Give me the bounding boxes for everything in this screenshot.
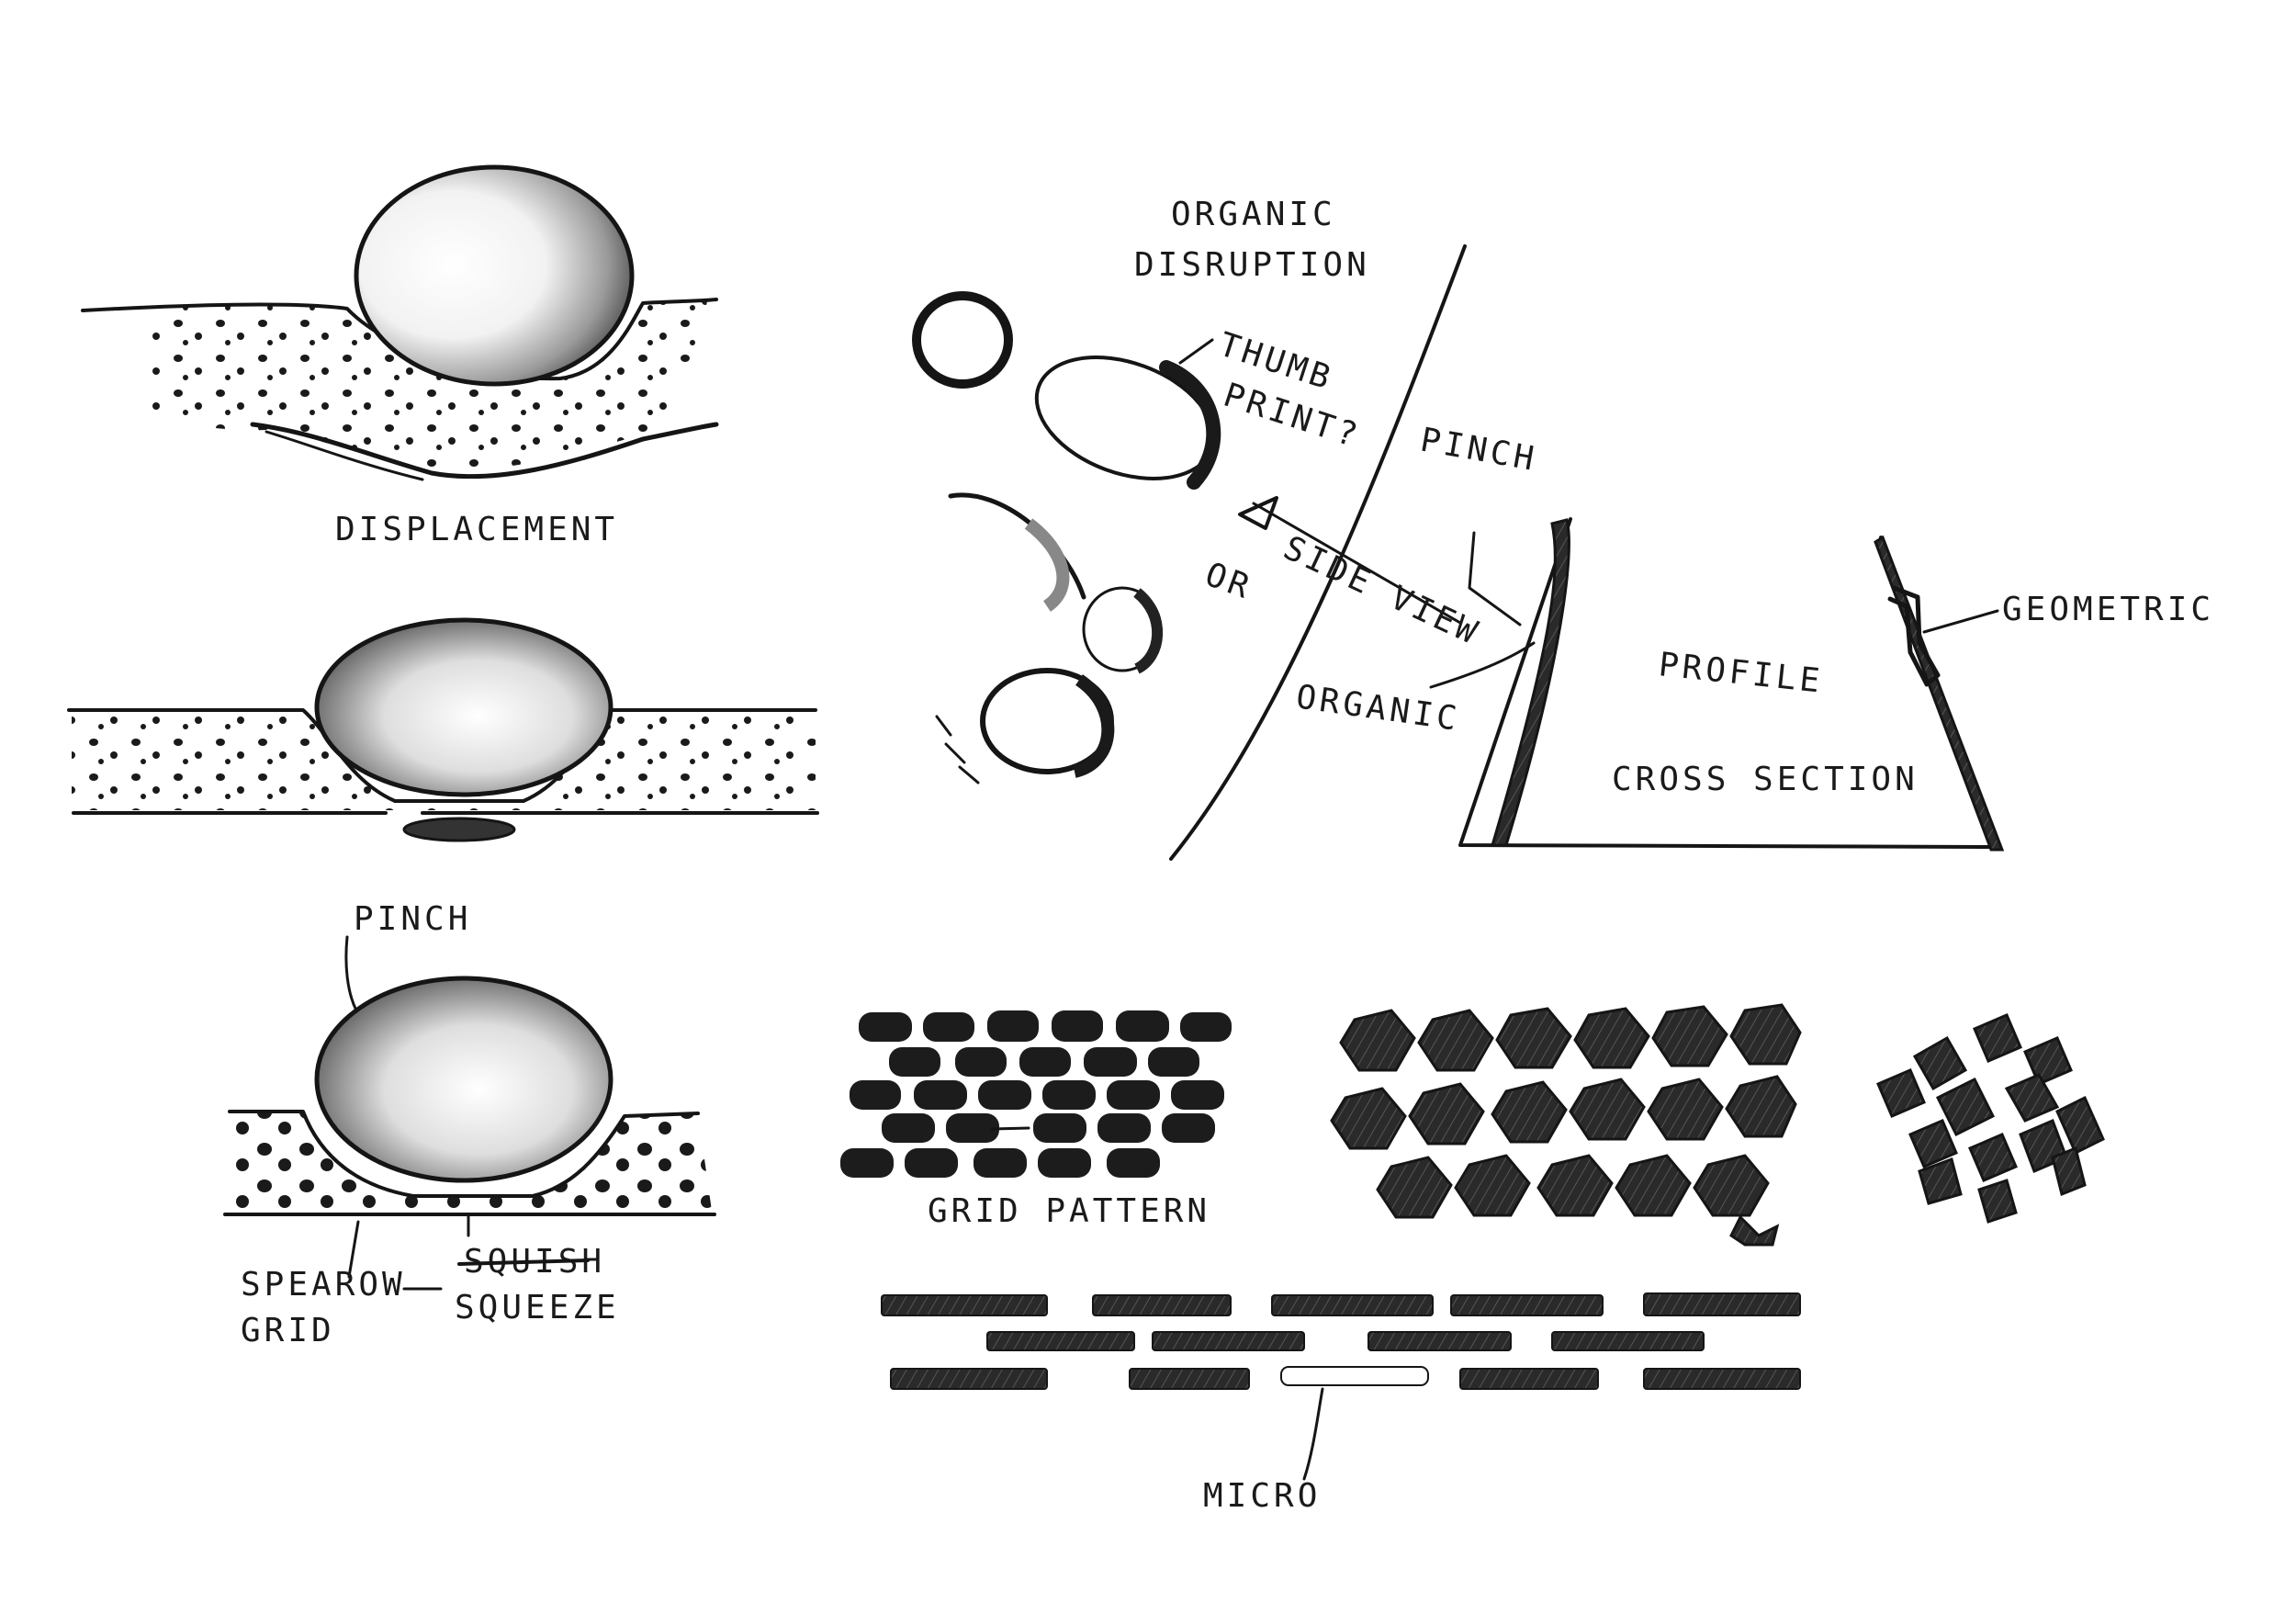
label-spearrow-grid: GRID — [241, 1312, 335, 1349]
channel-drop — [402, 817, 516, 842]
grid-pattern-sketch: GRID PATTERN — [840, 1010, 1232, 1230]
label-organic: ORGANIC — [1171, 196, 1336, 233]
label-print: PRINT? — [1219, 377, 1365, 457]
geometric-tile-sketch — [1876, 1013, 2105, 1224]
label-pinch-left: PINCH — [354, 900, 471, 938]
micro-stripe-pattern — [881, 1292, 1801, 1390]
pinch-sphere — [314, 976, 613, 1183]
label-profile: PROFILE — [1657, 646, 1825, 701]
pinch-squeeze-sketch: PINCH SPEAROW GRID SQUISH SQUEEZE — [223, 900, 716, 1349]
micro-leader-line — [1302, 1387, 1324, 1481]
label-geometric: GEOMETRIC — [2002, 591, 2214, 628]
label-displacement: DISPLACEMENT — [335, 511, 618, 548]
label-side-view: SIDE VIEW — [1277, 529, 1486, 653]
label-or: OR — [1200, 556, 1257, 607]
profile-cross-section-sketch: PINCH ORGANIC PROFILE CROSS SECTION GEOM… — [1294, 421, 2214, 852]
displacement-sphere — [354, 164, 635, 387]
label-micro: MICRO — [1203, 1477, 1321, 1515]
hex-pattern-sketch — [1330, 1003, 1802, 1247]
ring-small — [912, 291, 1013, 389]
label-organic-profile: ORGANIC — [1294, 678, 1463, 739]
channel-sketch — [67, 617, 819, 842]
displacement-sketch: DISPLACEMENT — [81, 164, 719, 548]
label-cross-section: CROSS SECTION — [1612, 761, 1919, 798]
label-squeeze: SQUEEZE — [455, 1289, 620, 1326]
label-disruption: DISRUPTION — [1134, 246, 1370, 284]
label-pinch-right: PINCH — [1417, 421, 1540, 479]
label-grid-pattern: GRID PATTERN — [928, 1192, 1210, 1230]
pinch-foam-body — [230, 1112, 712, 1211]
label-spearrow: SPEAROW — [241, 1266, 406, 1304]
channel-sphere — [314, 617, 613, 797]
organic-disruption-sketch: ORGANIC DISRUPTION THUMB PRINT? OR SIDE … — [912, 196, 1486, 861]
